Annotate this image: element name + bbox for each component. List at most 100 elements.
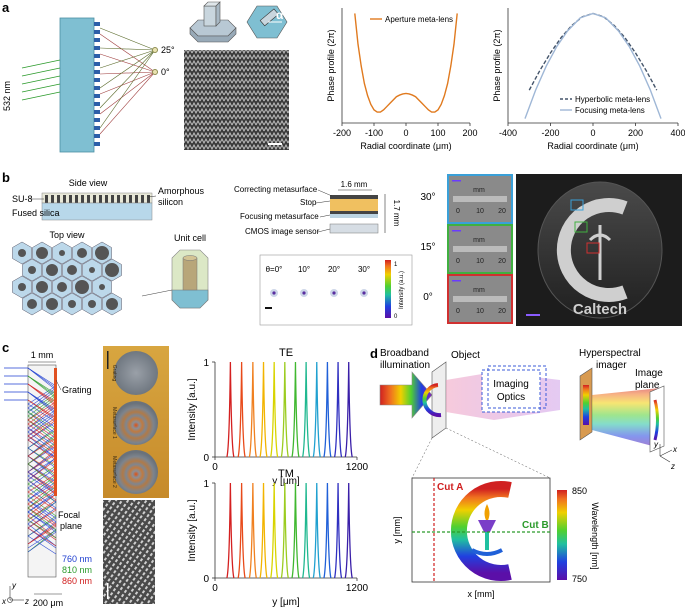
peak bbox=[291, 482, 300, 579]
broadband-label-1: Broadband bbox=[380, 348, 429, 359]
dim-1mm-label: 1 mm bbox=[31, 350, 54, 360]
peak bbox=[226, 482, 235, 579]
series-line-1 bbox=[524, 12, 662, 119]
sem-image-c bbox=[103, 500, 155, 604]
legend-label: Hyperbolic meta-lens bbox=[575, 95, 650, 104]
peak bbox=[259, 482, 268, 579]
wavelength-colorbar bbox=[557, 490, 567, 580]
peak bbox=[323, 361, 332, 458]
peak bbox=[248, 361, 258, 458]
peak bbox=[270, 482, 279, 579]
dim-width-label: 1.6 mm bbox=[341, 180, 368, 189]
correcting-label: Correcting metasurface bbox=[234, 185, 318, 194]
legend-label: Focusing meta-lens bbox=[575, 106, 645, 115]
metalens-schematic: 532 nm 25° 0° bbox=[2, 17, 175, 153]
scale-bar bbox=[452, 280, 461, 282]
top-view-title: Top view bbox=[49, 230, 85, 240]
psf-angle-label: 10° bbox=[298, 265, 310, 274]
y-tick-label: 0 bbox=[203, 574, 209, 585]
scale-bar bbox=[452, 230, 461, 232]
series-line-0 bbox=[528, 12, 658, 91]
panel-b-letter: b bbox=[2, 170, 10, 185]
psf-core bbox=[362, 291, 366, 295]
d-axis-y: y bbox=[653, 440, 659, 449]
x-axis-label: Radial coordinate (μm) bbox=[360, 141, 451, 151]
psf-angle-label: 20° bbox=[328, 265, 340, 274]
d-cbar-label: Wavelength [nm] bbox=[590, 502, 600, 569]
x-tick-label: 100 bbox=[430, 128, 445, 138]
wavelength-810: 810 nm bbox=[62, 565, 92, 575]
ruler-tick: 10 bbox=[476, 208, 484, 215]
panel-c-letter: c bbox=[2, 340, 9, 355]
y-tick-label: 1 bbox=[203, 358, 209, 369]
object-label: Object bbox=[451, 350, 480, 361]
peak bbox=[248, 482, 258, 579]
panel-d-letter: d bbox=[370, 346, 378, 361]
legend-label: Aperture meta-lens bbox=[385, 15, 453, 24]
psf-core bbox=[272, 291, 276, 295]
angle-label: 30° bbox=[420, 192, 435, 203]
peak bbox=[280, 482, 289, 579]
hyperspectral-label-2: imager bbox=[596, 360, 627, 371]
unit-cell-top-view: α bbox=[246, 5, 288, 39]
angle-label: 15° bbox=[420, 242, 435, 253]
psf-angle-label: θ=0° bbox=[266, 265, 283, 274]
fused-silica-label: Fused silica bbox=[12, 208, 60, 218]
y-axis-label: Phase profile (2π) bbox=[492, 29, 502, 101]
series-line-0 bbox=[354, 13, 458, 113]
x-axis-label: Radial coordinate (μm) bbox=[547, 141, 638, 151]
ruler-bar bbox=[453, 246, 507, 252]
ruler-unit: mm bbox=[473, 187, 485, 194]
x-tick-label: 0 bbox=[403, 128, 408, 138]
side-view-schematic: Side view SU-8 Fused silica Amorphous si… bbox=[12, 178, 205, 221]
dim-200um-label: 200 μm bbox=[33, 598, 63, 608]
ruler-tick: 0 bbox=[456, 208, 460, 215]
x-tick-label: 200 bbox=[462, 128, 477, 138]
ruler-unit: mm bbox=[473, 287, 485, 294]
colorbar-max: 1 bbox=[394, 262, 398, 268]
c-axis-z: z bbox=[24, 597, 29, 606]
broadband-label-2: illumination bbox=[380, 360, 430, 371]
caltech-wordmark: Caltech bbox=[573, 301, 627, 318]
hyperspectral-setup: Broadband illumination Object Imaging Op… bbox=[379, 348, 678, 479]
laser-wavelength-label: 532 nm bbox=[2, 81, 12, 111]
intensity-colorbar bbox=[385, 260, 391, 318]
wavelength-760: 760 nm bbox=[62, 554, 92, 564]
peak bbox=[312, 482, 321, 579]
peak bbox=[237, 361, 246, 458]
side-view-title: Side view bbox=[69, 178, 108, 188]
stop-label: Stop bbox=[300, 198, 317, 207]
wavelength-860: 860 nm bbox=[62, 576, 92, 586]
peak bbox=[259, 361, 268, 458]
object-cut-plot: Cut A Cut B x [mm] y [mm] 850 750 Wavele… bbox=[392, 477, 600, 599]
y-axis-label: Intensity [a.u.] bbox=[187, 378, 198, 440]
ruler-unit: mm bbox=[473, 237, 485, 244]
image-plane-label-2: plane bbox=[635, 380, 660, 391]
zigzag-ray-diagram: 1 mm Grating Focal plane 760 nm 810 nm 8… bbox=[1, 350, 92, 608]
d-xlabel: x [mm] bbox=[468, 589, 495, 599]
doublet-schematic: 1.6 mm 1.7 mm Correcting metasurface Sto… bbox=[234, 180, 401, 236]
ruler-bar bbox=[453, 196, 507, 202]
su8-label: SU-8 bbox=[12, 194, 33, 204]
grating-label: Grating bbox=[62, 385, 92, 395]
ruler-bar bbox=[453, 296, 507, 302]
x-tick-label: 0 bbox=[212, 583, 218, 594]
angle-0-label: 0° bbox=[161, 67, 170, 77]
peak bbox=[312, 361, 321, 458]
peak bbox=[344, 482, 353, 579]
photo-label: Metasurface 2 bbox=[111, 456, 117, 488]
y-axis-label: Phase profile (2π) bbox=[326, 29, 336, 101]
ruler-tick: 20 bbox=[498, 208, 506, 215]
x-tick-label: -200 bbox=[333, 128, 351, 138]
psf-angle-label: 30° bbox=[358, 265, 370, 274]
amorphous-silicon-label-2: silicon bbox=[158, 197, 183, 207]
photo-label: Metasurface 1 bbox=[111, 407, 117, 439]
unit-cell-title: Unit cell bbox=[174, 233, 206, 243]
psf-core bbox=[332, 291, 336, 295]
d-axis-z: z bbox=[670, 462, 675, 471]
cmos-label: CMOS image sensor bbox=[245, 227, 320, 236]
